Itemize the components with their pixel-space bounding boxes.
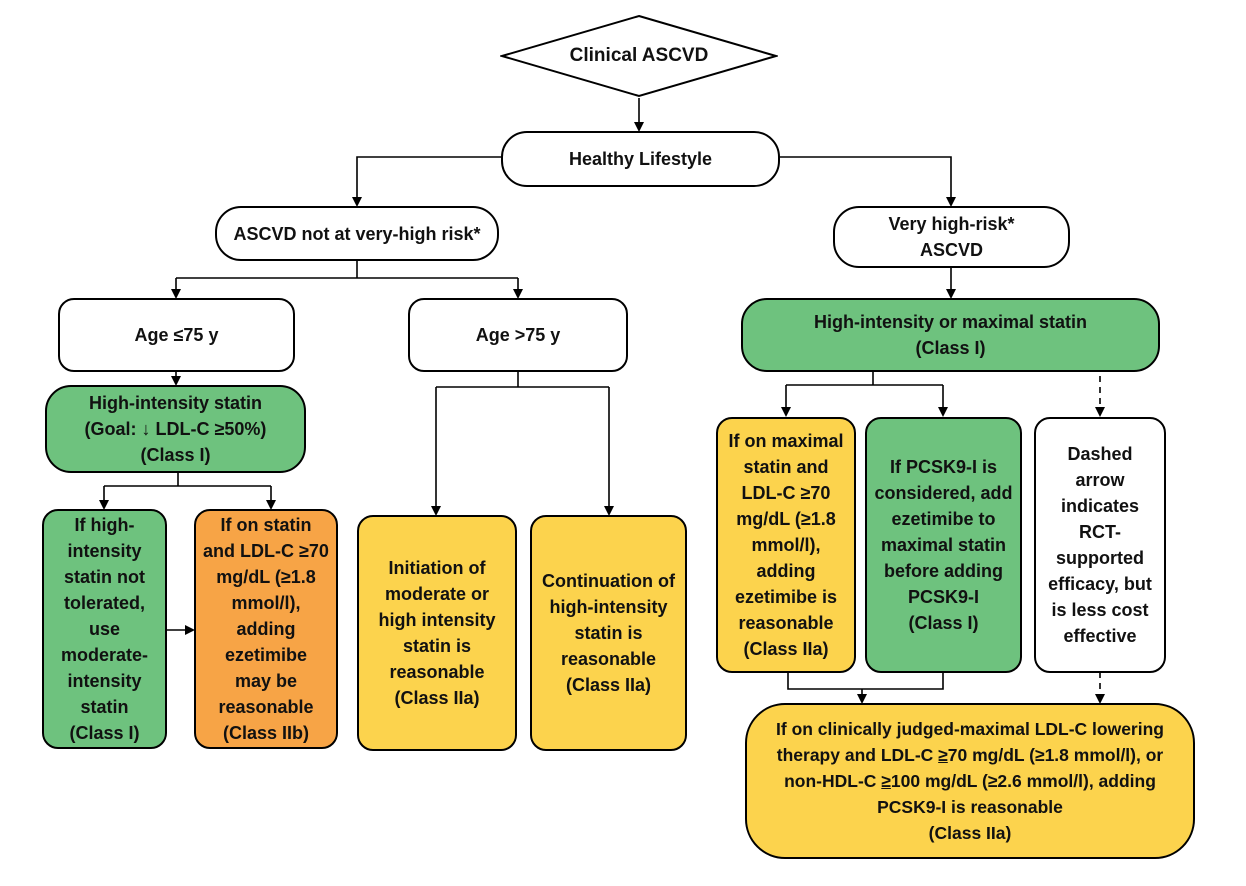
connector-merge-bottom (787, 672, 944, 690)
pcsk9-final-line2-a: therapy and LDL-C (776, 745, 939, 765)
healthy-lifestyle-label: Healthy Lifestyle (568, 149, 713, 169)
high-intensity-or-maximal-label: High-intensity or maximal statin (Class … (813, 312, 1088, 358)
pcsk9-final-text: If on clinically judged-maximal LDL-C lo… (776, 716, 1164, 846)
not-very-high-risk-label: ASCVD not at very-high risk* (233, 223, 481, 244)
pcsk9-final-line5: (Class IIa) (928, 823, 1012, 843)
pcsk9-final-line2: therapy and LDL-C ≥70 mg/dL (≥1.8 mmol/l… (776, 742, 1164, 768)
pcsk9-final-node: If on clinically judged-maximal LDL-C lo… (745, 703, 1195, 859)
very-high-risk-node: Very high-risk* ASCVD (833, 206, 1070, 268)
initiation-moderate-node: Initiation of moderate or high intensity… (357, 515, 517, 751)
very-high-risk-label: Very high-risk* ASCVD (888, 214, 1015, 260)
pcsk9-considered-label: If PCSK9-I is considered, add ezetimibe … (874, 457, 1013, 633)
high-intensity-statin-label: High-intensity statin (Goal: ↓ LDL-C ≥50… (84, 393, 267, 465)
continuation-high-label: Continuation of high-intensity statin is… (542, 571, 675, 695)
pcsk9-final-line1: If on clinically judged-maximal LDL-C lo… (776, 719, 1164, 739)
ezetimibe-may-be-node: If on statin and LDL-C ≥70 mg/dL (≥1.8 m… (194, 509, 338, 749)
age-le75-label: Age ≤75 y (134, 325, 219, 345)
arrow-lifestyle-to-not-very-high (352, 156, 502, 207)
pcsk9-final-line3-ge: ≥ (881, 771, 891, 791)
pcsk9-considered-node: If PCSK9-I is considered, add ezetimibe … (865, 417, 1022, 673)
statin-not-tolerated-label: If high- intensity statin not tolerated,… (60, 515, 149, 743)
clinical-ascvd-label: Clinical ASCVD (569, 45, 709, 66)
pcsk9-final-line4: PCSK9-I is reasonable (877, 797, 1063, 817)
healthy-lifestyle-node: Healthy Lifestyle (501, 131, 780, 187)
dashed-arrow-note-label: Dashed arrow indicates RCT- supported ef… (1048, 444, 1152, 646)
maximal-statin-ezetimibe-node: If on maximal statin and LDL-C ≥70 mg/dL… (716, 417, 856, 673)
pcsk9-final-line3-b: 100 mg/dL (≥2.6 mmol/l), adding (890, 771, 1156, 791)
pcsk9-final-line3-a: non-HDL-C (784, 771, 882, 791)
high-intensity-or-maximal-node: High-intensity or maximal statin (Class … (741, 298, 1160, 372)
dashed-arrow-note-node: Dashed arrow indicates RCT- supported ef… (1034, 417, 1166, 673)
high-intensity-statin-node: High-intensity statin (Goal: ↓ LDL-C ≥50… (45, 385, 306, 473)
pcsk9-final-line2-ge: ≥ (938, 745, 948, 765)
diamond-shape (500, 14, 778, 98)
pcsk9-final-line2-b: 70 mg/dL (≥1.8 mmol/l), or (947, 745, 1164, 765)
age-gt75-node: Age >75 y (408, 298, 628, 372)
initiation-moderate-label: Initiation of moderate or high intensity… (378, 558, 496, 708)
clinical-ascvd-node: Clinical ASCVD (500, 14, 778, 98)
not-very-high-risk-node: ASCVD not at very-high risk* (215, 206, 499, 261)
maximal-statin-ezetimibe-label: If on maximal statin and LDL-C ≥70 mg/dL… (728, 431, 844, 659)
age-gt75-label: Age >75 y (475, 325, 561, 345)
pcsk9-final-line3: non-HDL-C ≥100 mg/dL (≥2.6 mmol/l), addi… (776, 768, 1164, 794)
age-le75-node: Age ≤75 y (58, 298, 295, 372)
ezetimibe-may-be-label: If on statin and LDL-C ≥70 mg/dL (≥1.8 m… (203, 515, 329, 743)
statin-not-tolerated-node: If high- intensity statin not tolerated,… (42, 509, 167, 749)
continuation-high-node: Continuation of high-intensity statin is… (530, 515, 687, 751)
arrow-lifestyle-to-very-high (779, 156, 956, 207)
